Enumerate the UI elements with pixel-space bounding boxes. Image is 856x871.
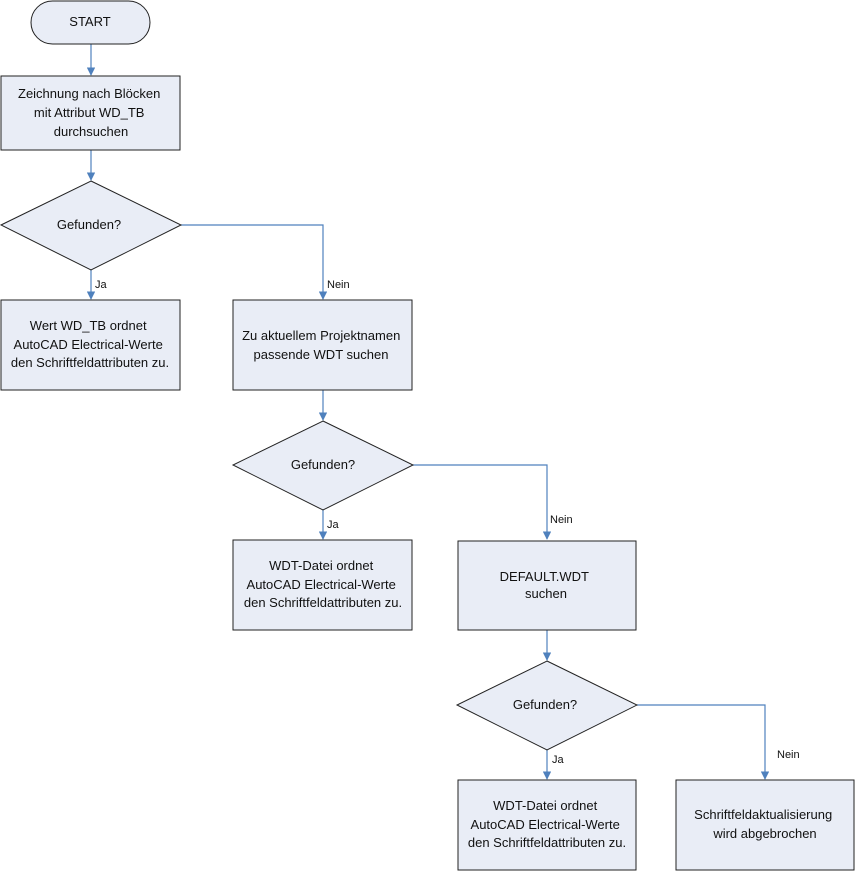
process-wdt-assign-1-line-1: WDT-Datei ordnet (269, 558, 373, 573)
process-wdt-assign-2-line-3: den Schriftfeldattributen zu. (468, 835, 626, 850)
process-search-wdt: Zu aktuellem Projektnamen passende WDT s… (232, 299, 413, 391)
process-search-default-label: DEFAULT.WDT suchen (500, 569, 593, 601)
process-search-wdt-line-2: passende WDT suchen (254, 347, 389, 362)
decision-2-label: Gefunden? (291, 457, 355, 472)
edge-decision3-no (637, 704, 770, 780)
edge-label-no-3: Nein (777, 749, 800, 761)
process-search-blocks-line-1: Zeichnung nach Blöcken (18, 86, 160, 101)
process-wdtb-assign-line-2: AutoCAD Electrical-Werte (14, 337, 163, 352)
decision-1: Gefunden? (0, 180, 183, 271)
process-wdtb-assign-line-3: den Schriftfeldattributen zu. (11, 355, 169, 370)
process-aborted-line-1: Schriftfeldaktualisierung (694, 807, 832, 822)
process-wdtb-assign-line-1: Wert WD_TB ordnet (30, 318, 147, 333)
process-aborted: Schriftfeldaktualisierung wird abgebroch… (675, 779, 855, 871)
start-label: START (69, 14, 110, 29)
edge-label-yes-2: Ja (327, 519, 340, 531)
connectors (86, 44, 770, 780)
edge-decision1-no (181, 224, 328, 300)
process-search-default-line-2: suchen (525, 586, 567, 601)
process-aborted-label: Schriftfeldaktualisierung wird abgebroch… (694, 807, 836, 841)
process-search-wdt-label: Zu aktuellem Projektnamen passende WDT s… (242, 328, 404, 362)
edge-label-no-2: Nein (550, 514, 573, 526)
decision-1-label: Gefunden? (57, 217, 121, 232)
decision-3: Gefunden? (455, 660, 639, 751)
edge-decision2-no (413, 464, 552, 540)
process-search-blocks-line-2: mit Attribut WD_TB (34, 105, 145, 120)
process-search-wdt-line-1: Zu aktuellem Projektnamen (242, 328, 400, 343)
process-wdt-assign-1-label: WDT-Datei ordnet AutoCAD Electrical-Wert… (244, 558, 402, 610)
process-search-blocks: Zeichnung nach Blöcken mit Attribut WD_T… (0, 75, 181, 151)
process-wdt-assign-1-line-3: den Schriftfeldattributen zu. (244, 595, 402, 610)
process-wdt-assign-2-line-2: AutoCAD Electrical-Werte (471, 817, 620, 832)
edge-label-yes-1: Ja (95, 279, 108, 291)
process-wdt-assign-1-line-2: AutoCAD Electrical-Werte (247, 577, 396, 592)
decision-3-label: Gefunden? (513, 697, 577, 712)
process-search-blocks-line-3: durchsuchen (54, 124, 128, 139)
start-terminator: START (30, 0, 151, 45)
edge-label-no-1: Nein (327, 279, 350, 291)
process-aborted-line-2: wird abgebrochen (712, 826, 816, 841)
process-search-blocks-label: Zeichnung nach Blöcken mit Attribut WD_T… (18, 86, 164, 139)
process-wdt-assign-2: WDT-Datei ordnet AutoCAD Electrical-Wert… (457, 779, 637, 871)
process-wdtb-assign-label: Wert WD_TB ordnet AutoCAD Electrical-Wer… (11, 318, 169, 370)
edge-label-yes-3: Ja (552, 754, 565, 766)
process-wdt-assign-1: WDT-Datei ordnet AutoCAD Electrical-Wert… (232, 539, 413, 631)
process-wdtb-assign: Wert WD_TB ordnet AutoCAD Electrical-Wer… (0, 299, 181, 391)
process-wdt-assign-2-label: WDT-Datei ordnet AutoCAD Electrical-Wert… (468, 798, 626, 850)
process-wdt-assign-2-line-1: WDT-Datei ordnet (493, 798, 597, 813)
process-search-default: DEFAULT.WDT suchen (457, 540, 637, 631)
process-search-default-line-1: DEFAULT.WDT (500, 569, 589, 584)
decision-2: Gefunden? (231, 420, 415, 511)
